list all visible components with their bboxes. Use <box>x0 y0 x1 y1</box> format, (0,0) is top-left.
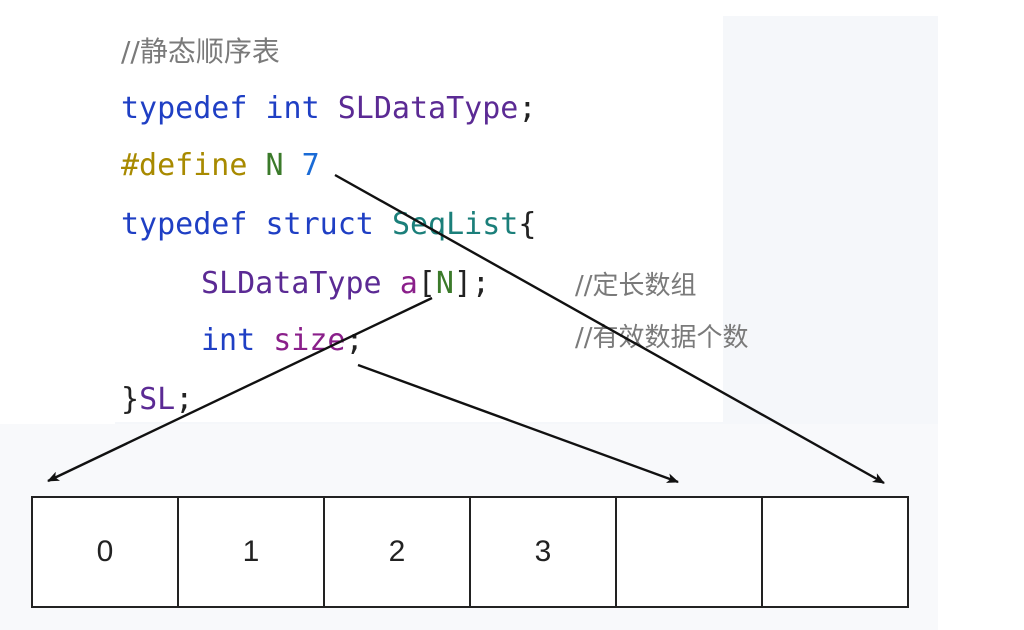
array-cell-2: 2 <box>325 498 471 606</box>
code-line-end: }SL; <box>121 380 193 420</box>
close-bracket: ]; <box>453 266 490 301</box>
code-line-array-field: SLDataType a[N]; <box>201 264 490 304</box>
code-line-struct: typedef struct SeqList{ <box>121 205 536 245</box>
keyword-typedef: typedef <box>121 91 248 126</box>
directive-define: #define <box>121 148 248 183</box>
arrow-n-to-end <box>334 173 885 485</box>
code-line-size-field: int size; <box>201 321 364 361</box>
comment-fixed-array: //定长数组 <box>575 271 697 301</box>
semicolon: ; <box>518 91 537 126</box>
macro-value: 7 <box>301 148 320 183</box>
code-line-define: #define N 7 <box>121 146 320 186</box>
code-block <box>115 16 723 422</box>
keyword-typedef-2: typedef <box>121 207 248 242</box>
code-line-typedef: typedef int SLDataType; <box>121 89 536 129</box>
type-int: int <box>265 91 320 126</box>
array-cell-1: 1 <box>179 498 325 606</box>
struct-name-seqlist: SeqList <box>391 207 519 242</box>
field-type-sldatatype: SLDataType <box>201 266 382 301</box>
semicolon-3: ; <box>175 382 194 417</box>
open-brace: { <box>518 207 537 242</box>
open-bracket: [ <box>417 266 436 301</box>
code-comment-title: //静态顺序表 <box>121 35 280 68</box>
array-cell-4 <box>617 498 763 606</box>
comment-valid-count: //有效数据个数 <box>575 323 749 353</box>
array-size-n: N <box>435 266 454 301</box>
field-type-int: int <box>201 323 256 358</box>
alias-sl: SL <box>139 382 176 417</box>
arrow-a-to-start <box>47 296 433 483</box>
close-brace: } <box>121 382 140 417</box>
field-name-size: size <box>273 323 346 358</box>
keyword-struct: struct <box>265 207 374 242</box>
type-name-sldatatype: SLDataType <box>337 91 519 126</box>
arrow-size-to-boundary <box>357 363 679 484</box>
array-cell-0: 0 <box>33 498 179 606</box>
field-name-a: a <box>399 266 418 301</box>
macro-name-n: N <box>265 148 284 183</box>
array-cell-3: 3 <box>471 498 617 606</box>
array-boxes: 0 1 2 3 <box>31 496 909 608</box>
